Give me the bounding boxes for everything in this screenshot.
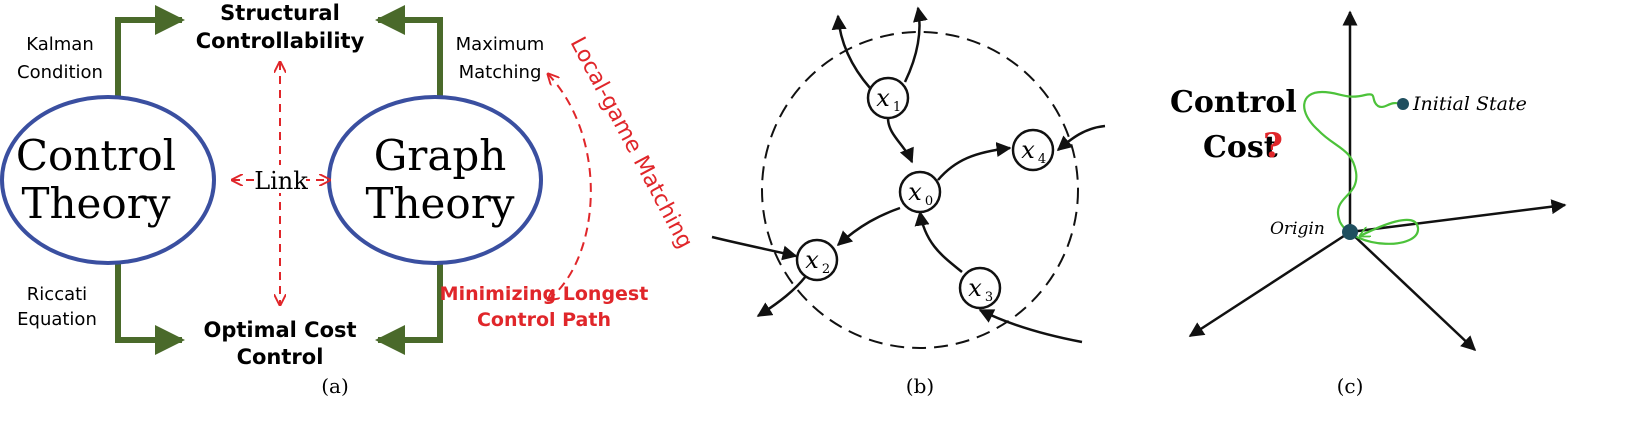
node-x3-subscript: 3: [985, 290, 993, 305]
control-cost-line2: Cost: [1203, 130, 1278, 165]
right-top-connector: [375, 5, 443, 98]
axis-right: [1349, 199, 1567, 234]
node-x2-subscript: 2: [822, 262, 830, 277]
node-x1-subscript: 1: [893, 100, 901, 115]
edge-out-x2: [756, 275, 807, 318]
graph-theory-line1: Graph: [374, 131, 507, 180]
graph-theory-line2: Theory: [365, 179, 514, 228]
node-x0-subscript: 0: [925, 194, 933, 209]
initial-state-label: Initial State: [1412, 93, 1527, 115]
kalman-condition-line2: Condition: [17, 62, 103, 83]
control-theory-line2: Theory: [21, 179, 170, 228]
initial-state-dot: [1397, 98, 1409, 110]
edge-x1-x0: [886, 117, 914, 164]
link-label: Link: [254, 167, 308, 195]
node-x1: x 1: [866, 76, 910, 120]
maximum-matching-line2: Matching: [459, 62, 542, 83]
local-game-arc: [548, 74, 592, 300]
right-bottom-connector: [375, 262, 443, 355]
node-x0-symbol: x: [908, 178, 922, 206]
panel-c: Initial State Origin Control Cost ? (c): [1170, 10, 1567, 398]
structural-controllability-line2: Controllability: [196, 29, 365, 53]
kalman-condition-line1: Kalman: [26, 34, 94, 55]
question-mark: ?: [1263, 126, 1283, 166]
axis-down-left: [1188, 230, 1351, 338]
optimal-cost-control-line1: Optimal Cost: [203, 318, 356, 342]
caption-a: (a): [321, 374, 349, 398]
node-x4: x 4: [1011, 128, 1055, 172]
riccati-equation-line1: Riccati: [27, 284, 87, 305]
control-theory-ellipse: [0, 95, 216, 265]
caption-b: (b): [906, 374, 934, 398]
riccati-equation-line2: Equation: [17, 309, 97, 330]
control-trajectory: [1303, 90, 1420, 245]
panel-b: x 1 x 0 x 4 x 2 x 3 (b): [711, 6, 1106, 398]
edge-in-x4: [1056, 124, 1106, 151]
node-x2: x 2: [795, 238, 839, 282]
minimizing-longest-line2: Control Path: [477, 309, 611, 331]
panel-a: Control Theory Graph Theory Structural C…: [0, 1, 697, 398]
node-x3-symbol: x: [968, 274, 982, 302]
edge-in-x3: [978, 308, 1083, 344]
dashed-boundary-circle: [761, 31, 1079, 349]
edge-x0-x2: [836, 206, 901, 247]
node-x2-symbol: x: [805, 246, 819, 274]
edge-out-x1-left: [831, 14, 871, 89]
axis-down-right: [1349, 231, 1477, 352]
node-x1-symbol: x: [876, 84, 890, 112]
left-top-connector: [115, 5, 185, 98]
structural-controllability-line1: Structural: [220, 1, 340, 25]
minimizing-longest-line1: Minimizing Longest: [440, 283, 649, 305]
origin-label: Origin: [1270, 219, 1325, 239]
left-bottom-connector: [115, 262, 185, 355]
node-x3: x 3: [958, 266, 1002, 310]
node-x0: x 0: [898, 170, 942, 214]
control-cost-line1: Control: [1170, 85, 1297, 120]
edge-in-x2: [711, 235, 798, 261]
edge-out-x1-right: [903, 6, 928, 83]
control-theory-line1: Control: [16, 131, 176, 180]
node-x4-subscript: 4: [1038, 152, 1046, 167]
edge-x0-x4: [937, 142, 1012, 181]
node-x4-symbol: x: [1021, 136, 1035, 164]
origin-dot: [1342, 224, 1358, 240]
caption-c: (c): [1337, 374, 1364, 398]
optimal-cost-control-line2: Control: [237, 345, 324, 369]
link-label-bg: [254, 165, 306, 193]
maximum-matching-line1: Maximum: [456, 34, 545, 55]
edge-x3-x0: [914, 210, 963, 273]
